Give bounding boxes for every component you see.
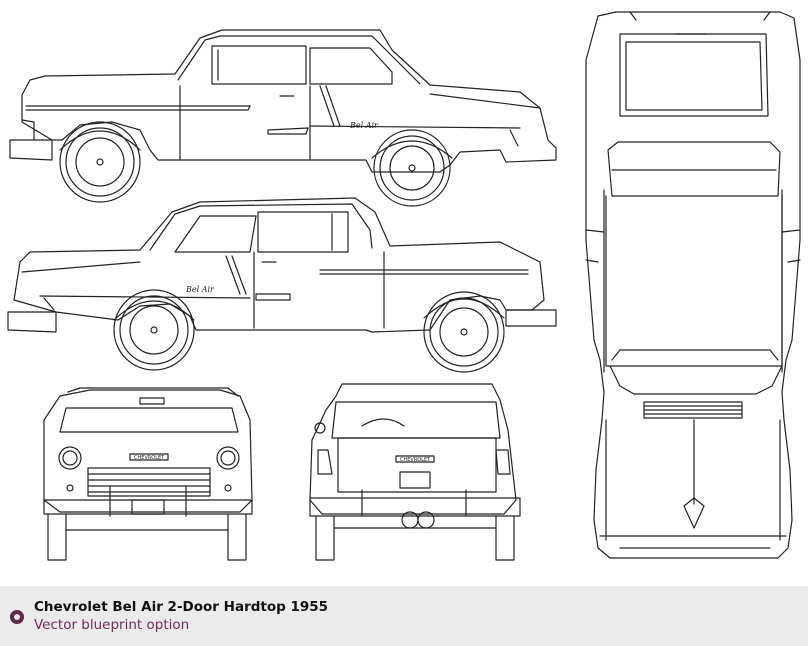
side-view-right: Bel Air	[9, 29, 557, 207]
blueprint-title: Chevrolet Bel Air 2-Door Hardtop 1955	[34, 599, 329, 615]
front-view: CHEVROLET	[43, 387, 253, 561]
front-emblem: CHEVROLET	[134, 455, 165, 461]
top-view	[585, 11, 801, 559]
rear-emblem: CHEVROLET	[400, 457, 431, 463]
caption-bar	[0, 586, 808, 646]
blueprint-image: Bel Air Bel Air	[7, 11, 801, 561]
blueprint-subtitle[interactable]: Vector blueprint option	[34, 617, 190, 633]
script-badge-2: Bel Air	[185, 285, 215, 294]
script-badge: Bel Air	[349, 121, 379, 130]
side-view-left: Bel Air	[7, 197, 557, 373]
radio-option-icon[interactable]	[10, 610, 24, 624]
rear-view: CHEVROLET	[309, 383, 521, 561]
